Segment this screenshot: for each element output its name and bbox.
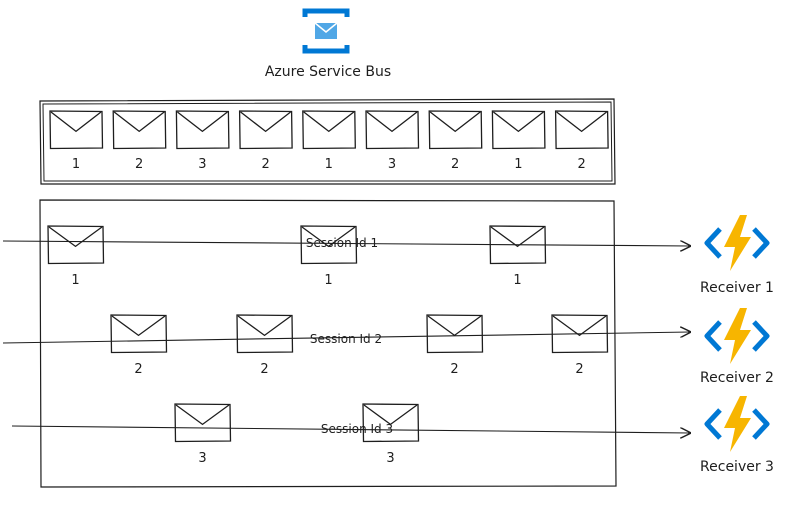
queue-message: 1 xyxy=(49,110,104,172)
session-message-label: 3 xyxy=(386,451,394,466)
queue-box xyxy=(39,98,616,185)
session-lane: 1 1 1 Session Id 1 Receiver 1 xyxy=(2,215,774,296)
envelope-icon xyxy=(47,225,105,265)
envelope-icon xyxy=(175,110,230,150)
session-arrow xyxy=(2,241,690,246)
session-lane: 3 3 Session Id 3 Receiver 3 xyxy=(11,396,774,475)
session-message-label: 2 xyxy=(260,362,268,377)
session-message-label: 1 xyxy=(324,273,332,288)
session-message-label: 2 xyxy=(450,362,458,377)
session-message: 1 xyxy=(47,225,105,288)
session-id-label: Session Id 1 xyxy=(306,236,378,250)
queue-message-label: 2 xyxy=(451,157,459,172)
azure-function-icon xyxy=(704,396,770,452)
queue-message: 3 xyxy=(175,110,230,172)
receiver-label: Receiver 3 xyxy=(700,459,774,475)
session-message: 2 xyxy=(551,314,609,377)
session-message-label: 2 xyxy=(575,362,583,377)
queue-message-label: 2 xyxy=(135,157,143,172)
sessions-box xyxy=(39,199,617,488)
envelope-icon xyxy=(238,110,293,150)
session-arrow xyxy=(11,425,690,433)
session-lane: 2 2 2 2 Session Id 2 Receiver 2 xyxy=(2,308,774,386)
queue-message: 1 xyxy=(491,110,546,172)
session-message: 2 xyxy=(110,314,168,377)
receiver-label: Receiver 1 xyxy=(700,280,774,296)
session-arrow xyxy=(2,332,690,344)
queue-messages: 1 2 3 2 1 3 2 1 2 xyxy=(49,110,609,172)
envelope-icon xyxy=(491,110,546,150)
session-message-label: 1 xyxy=(513,273,521,288)
queue-message: 2 xyxy=(238,110,293,172)
session-message-label: 3 xyxy=(198,451,206,466)
envelope-icon xyxy=(362,403,420,443)
session-id-label: Session Id 2 xyxy=(310,332,382,346)
envelope-icon xyxy=(426,314,484,354)
azure-function-icon xyxy=(704,215,770,271)
azure-function-icon xyxy=(704,308,770,364)
envelope-icon xyxy=(554,110,609,150)
queue-message: 1 xyxy=(302,110,356,172)
queue-message-label: 1 xyxy=(325,157,333,172)
session-id-label: Session Id 3 xyxy=(321,422,393,436)
envelope-icon xyxy=(49,110,104,150)
envelope-icon xyxy=(110,314,168,354)
session-message-label: 1 xyxy=(71,273,79,288)
envelope-icon xyxy=(302,110,356,150)
queue-message-label: 2 xyxy=(577,157,585,172)
envelope-icon xyxy=(112,110,167,150)
session-message: 2 xyxy=(426,314,484,377)
session-message: 1 xyxy=(300,225,358,288)
service-bus-icon xyxy=(302,8,350,54)
queue-message-label: 1 xyxy=(72,157,80,172)
envelope-icon xyxy=(174,403,232,443)
session-message: 1 xyxy=(489,225,547,288)
queue-message-label: 2 xyxy=(261,157,269,172)
queue-message-label: 1 xyxy=(514,157,522,172)
session-message: 3 xyxy=(362,403,420,466)
service-title: Azure Service Bus xyxy=(265,64,391,80)
envelope-icon xyxy=(236,314,294,354)
session-message-label: 2 xyxy=(134,362,142,377)
session-message: 3 xyxy=(174,403,232,466)
queue-message: 2 xyxy=(428,110,483,172)
envelope-icon xyxy=(300,225,358,265)
queue-message-label: 3 xyxy=(198,157,206,172)
receiver-label: Receiver 2 xyxy=(700,370,774,386)
queue-message-label: 3 xyxy=(388,157,396,172)
queue-message: 3 xyxy=(365,110,420,172)
envelope-icon xyxy=(428,110,483,150)
session-message: 2 xyxy=(236,314,294,377)
queue-message: 2 xyxy=(554,110,609,172)
envelope-icon xyxy=(365,110,420,150)
queue-message: 2 xyxy=(112,110,167,172)
